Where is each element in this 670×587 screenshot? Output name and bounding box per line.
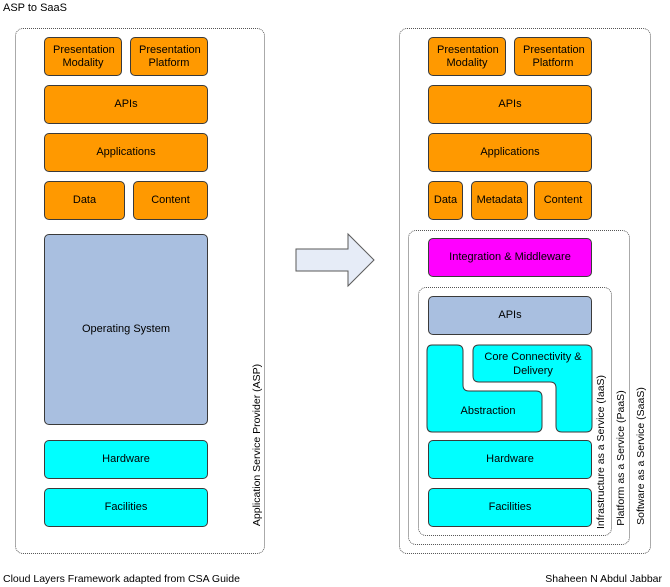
- right-hardware: Hardware: [428, 440, 592, 479]
- left-presentation-modality: Presentation Modality: [44, 37, 122, 76]
- left-operating-system: Operating System: [44, 234, 208, 425]
- integration-middleware: Integration & Middleware: [428, 238, 592, 277]
- left-applications: Applications: [44, 133, 208, 172]
- right-apis-iaas: APIs: [428, 296, 592, 335]
- abstraction-label: Abstraction: [460, 405, 516, 417]
- right-presentation-platform: Presentation Platform: [514, 37, 592, 76]
- left-facilities: Facilities: [44, 488, 208, 527]
- left-presentation-platform: Presentation Platform: [130, 37, 208, 76]
- footer-author: Shaheen N Abdul Jabbar: [545, 573, 662, 585]
- left-apis: APIs: [44, 85, 208, 124]
- footer-source: Cloud Layers Framework adapted from CSA …: [3, 573, 240, 585]
- right-apis: APIs: [428, 85, 592, 124]
- paas-frame: [408, 230, 630, 545]
- abstraction-shape: [426, 344, 543, 433]
- left-content: Content: [133, 181, 208, 220]
- left-data: Data: [44, 181, 125, 220]
- right-facilities: Facilities: [428, 488, 592, 527]
- left-hardware: Hardware: [44, 440, 208, 479]
- core-connectivity-label: Core Connectivity & Delivery: [484, 351, 582, 377]
- iaas-label: Infrastructure as a Service (IaaS): [595, 374, 607, 530]
- right-data: Data: [428, 181, 463, 220]
- right-content: Content: [534, 181, 592, 220]
- abstraction-connectivity-shapes: [426, 344, 593, 433]
- right-presentation-modality: Presentation Modality: [428, 37, 506, 76]
- asp-label: Application Service Provider (ASP): [251, 363, 263, 527]
- saas-label: Software as a Service (SaaS): [635, 387, 647, 525]
- transition-arrow-icon: [295, 232, 375, 288]
- iaas-frame: [418, 287, 612, 536]
- right-applications: Applications: [428, 133, 592, 172]
- paas-label: Platform as a Service (PaaS): [615, 390, 627, 526]
- asp-frame: [15, 28, 265, 554]
- diagram-title: ASP to SaaS: [3, 2, 68, 14]
- core-connectivity-shape: [472, 344, 593, 433]
- right-metadata: Metadata: [471, 181, 528, 220]
- saas-frame: [399, 28, 651, 554]
